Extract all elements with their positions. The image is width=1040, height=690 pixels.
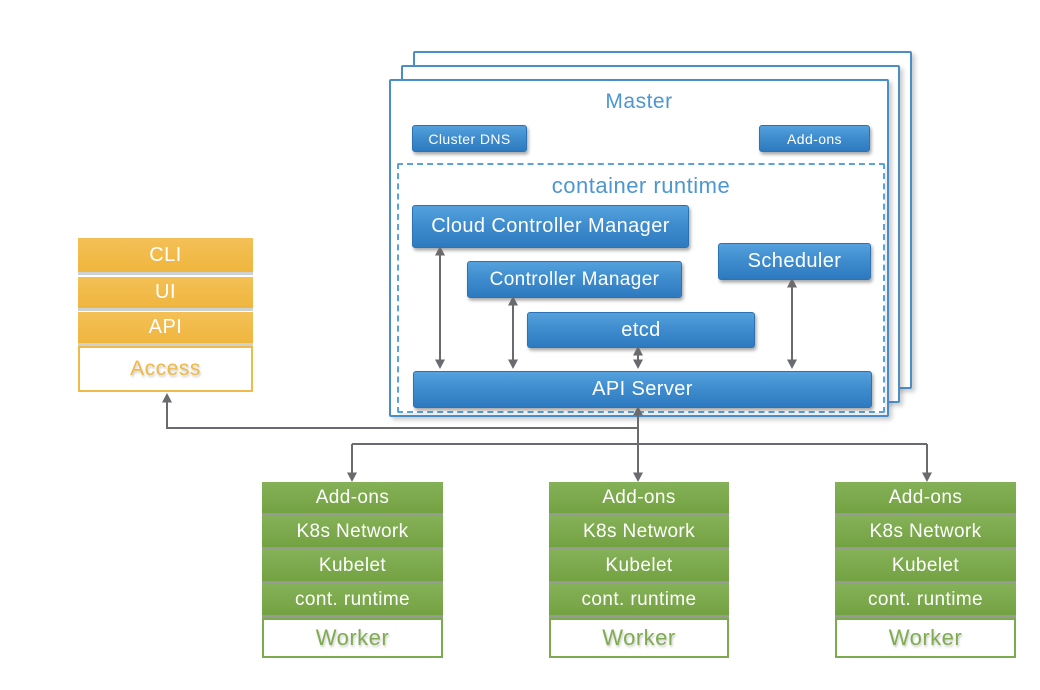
worker-row: cont. runtime — [549, 584, 729, 615]
cloud-controller-manager-box: Cloud Controller Manager — [412, 205, 689, 248]
container-runtime-box: container runtime Cloud Controller Manag… — [397, 163, 885, 413]
ui-label: UI — [155, 281, 176, 303]
worker-row: Kubelet — [835, 550, 1016, 581]
worker-row-label: Kubelet — [605, 554, 673, 576]
worker-row-label: Add-ons — [315, 486, 390, 508]
master-title: Master — [605, 90, 673, 113]
worker-row-label: Kubelet — [318, 554, 387, 576]
cluster-dns-box: Cluster DNS — [412, 125, 527, 152]
worker-row-label: K8s Network — [296, 520, 409, 542]
master-box: Master Cluster DNS Add-ons container run… — [389, 79, 889, 417]
scheduler-label: Scheduler — [747, 250, 842, 272]
worker-footer-box: Worker — [262, 618, 443, 658]
cluster-dns-label: Cluster DNS — [428, 130, 511, 147]
controller-manager-label: Controller Manager — [489, 268, 660, 290]
scheduler-box: Scheduler — [718, 243, 871, 280]
cloud-controller-manager-label: Cloud Controller Manager — [431, 215, 670, 237]
worker-footer-box: Worker — [835, 618, 1016, 658]
worker-footer-label: Worker — [888, 625, 963, 650]
api-box: API — [78, 312, 253, 343]
worker-row: K8s Network — [549, 516, 729, 547]
worker-row-label: cont. runtime — [867, 588, 984, 610]
api-server-box: API Server — [413, 371, 872, 408]
worker-row: cont. runtime — [262, 584, 443, 615]
worker-footer-label: Worker — [315, 625, 390, 650]
worker-row: cont. runtime — [835, 584, 1016, 615]
controller-manager-box: Controller Manager — [467, 261, 682, 298]
etcd-box: etcd — [527, 312, 755, 348]
worker-footer-box: Worker — [549, 618, 729, 658]
etcd-label: etcd — [621, 318, 661, 341]
worker-row-label: Add-ons — [888, 486, 963, 508]
api-label: API — [148, 316, 183, 338]
worker-row: K8s Network — [835, 516, 1016, 547]
worker-row: Add-ons — [835, 482, 1016, 513]
worker-row: Add-ons — [262, 482, 443, 513]
worker-row: Kubelet — [262, 550, 443, 581]
worker-footer-label: Worker — [602, 625, 676, 650]
access-box: Access — [78, 346, 253, 392]
cli-label: CLI — [149, 243, 182, 266]
master-addons-label: Add-ons — [787, 130, 842, 147]
worker-row-label: K8s Network — [582, 520, 696, 542]
worker-row: Kubelet — [549, 550, 729, 581]
worker-row-label: cont. runtime — [294, 588, 411, 610]
worker-row: K8s Network — [262, 516, 443, 547]
cli-box: CLI — [78, 238, 253, 272]
ui-box: UI — [78, 277, 253, 308]
worker-row-label: Kubelet — [891, 554, 960, 576]
worker-row-label: cont. runtime — [581, 588, 697, 610]
worker-row-label: K8s Network — [869, 520, 982, 542]
container-runtime-title: container runtime — [551, 173, 731, 198]
access-label: Access — [130, 357, 201, 380]
master-addons-box: Add-ons — [759, 125, 870, 152]
worker-row: Add-ons — [549, 482, 729, 513]
api-server-label: API Server — [592, 378, 693, 400]
worker-row-label: Add-ons — [602, 486, 676, 508]
